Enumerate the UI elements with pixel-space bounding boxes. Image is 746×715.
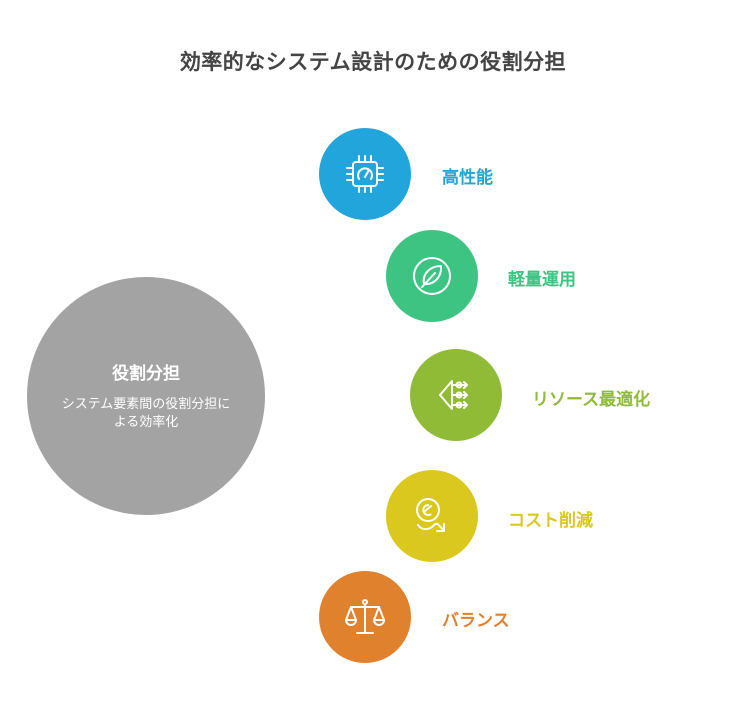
node-balance bbox=[319, 571, 411, 663]
label-cost-reduction: コスト削減 bbox=[508, 511, 593, 531]
label-high-performance: 高性能 bbox=[442, 168, 493, 188]
hub-description: システム要素間の役割分担による効率化 bbox=[61, 397, 231, 430]
node-resource-optimization bbox=[410, 349, 502, 441]
label-balance: バランス bbox=[442, 611, 510, 631]
label-lightweight-operation: 軽量運用 bbox=[508, 270, 576, 290]
cpu-speed-icon bbox=[346, 155, 384, 193]
leaf-icon bbox=[413, 257, 451, 295]
cost-reduction-icon bbox=[416, 498, 445, 532]
node-high-performance bbox=[319, 128, 411, 220]
hub-title: 役割分担 bbox=[112, 364, 180, 384]
node-cost-reduction bbox=[386, 470, 478, 562]
node-lightweight-operation bbox=[386, 230, 478, 322]
diagram-title: 効率的なシステム設計のための役割分担 bbox=[179, 50, 567, 74]
distribution-icon bbox=[439, 380, 468, 410]
balance-scale-icon bbox=[345, 599, 385, 634]
label-resource-optimization: リソース最適化 bbox=[532, 390, 651, 410]
hub-circle: 役割分担 システム要素間の役割分担による効率化 bbox=[27, 277, 265, 515]
